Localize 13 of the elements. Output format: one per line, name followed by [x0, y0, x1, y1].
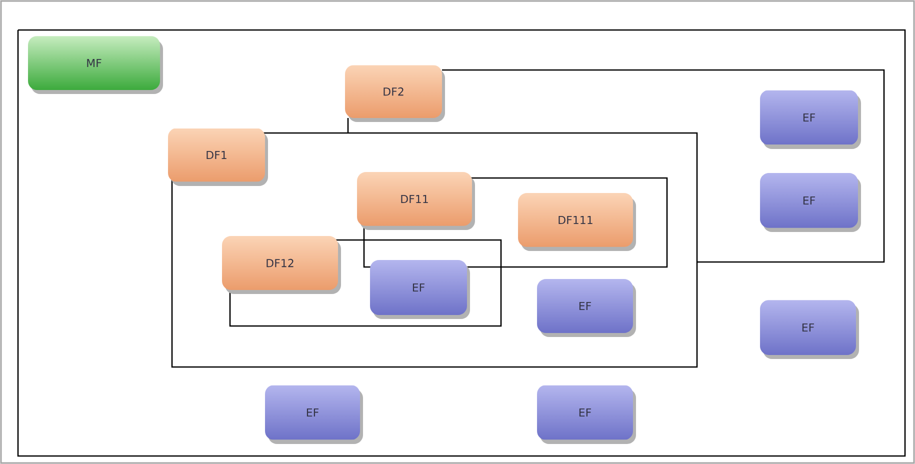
- file-box: EF: [537, 385, 636, 444]
- file-box: EF: [537, 279, 636, 337]
- folder-box: DF12: [222, 236, 341, 294]
- folder-box: MF: [28, 36, 163, 94]
- folder-box: DF111: [518, 193, 636, 251]
- folder-box: DF11: [357, 172, 475, 230]
- file-box: EF: [760, 300, 859, 359]
- file-box: EF: [760, 173, 861, 232]
- file-box: EF: [370, 260, 470, 319]
- file-box: EF: [265, 385, 363, 444]
- folder-box: DF1: [168, 128, 268, 186]
- folder-box: DF2: [345, 65, 445, 122]
- file-box: EF: [760, 90, 861, 149]
